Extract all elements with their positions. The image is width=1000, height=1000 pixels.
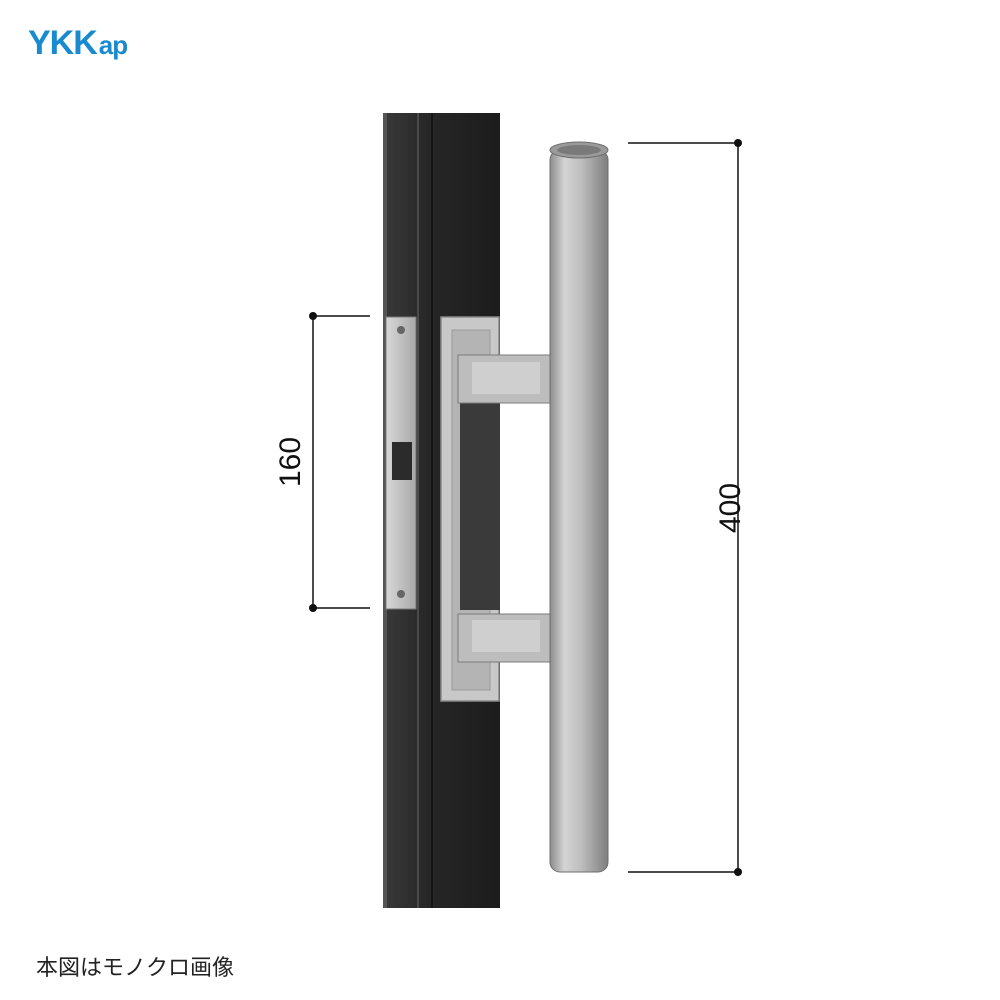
dimension-label-400: 400: [714, 483, 747, 533]
lock-faceplate: [385, 316, 417, 610]
logo-main-text: YKK: [28, 24, 98, 62]
ykk-ap-logo: YKKap: [28, 24, 128, 62]
handle-bracket-top: [457, 354, 555, 404]
screw-icon: [397, 590, 405, 598]
dimension-400: 400: [628, 139, 747, 876]
caption-monochrome-note: 本図はモノクロ画像: [36, 956, 235, 981]
logo-sub-text: ap: [98, 30, 128, 60]
dimension-label-160: 160: [274, 437, 307, 487]
bar-handle: [549, 141, 609, 873]
screw-icon: [397, 326, 405, 334]
dimension-160: 160: [274, 312, 370, 612]
handle-bracket-bottom: [457, 613, 555, 663]
